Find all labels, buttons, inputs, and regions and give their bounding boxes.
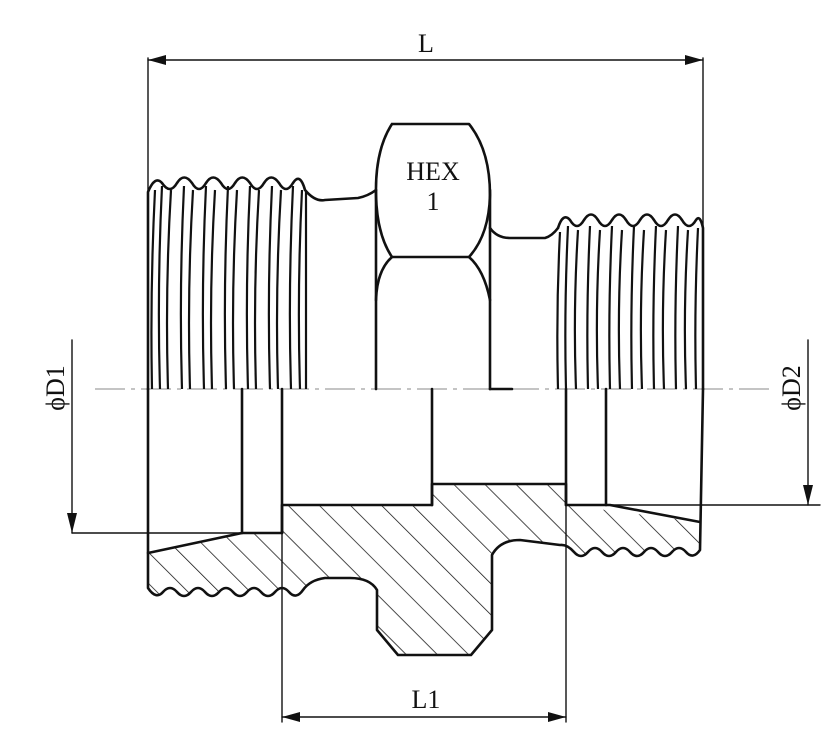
label-hex-line2: 1 <box>427 187 440 216</box>
label-hex-line1: HEX <box>406 157 460 186</box>
upper-outer-view: HEX 1 <box>146 122 705 391</box>
dimension-diameter-D1: ϕD1 <box>41 339 245 534</box>
dimension-length-L1: L1 <box>281 504 567 723</box>
lower-section-view <box>146 387 705 657</box>
label-length-L1: L1 <box>412 685 441 714</box>
dimension-diameter-D2: ϕD2 <box>565 339 821 506</box>
dimension-length-L: L <box>147 29 704 231</box>
label-diameter-D1: ϕD1 <box>41 365 70 410</box>
label-diameter-D2: ϕD2 <box>777 365 806 410</box>
label-length-L: L <box>418 29 434 58</box>
